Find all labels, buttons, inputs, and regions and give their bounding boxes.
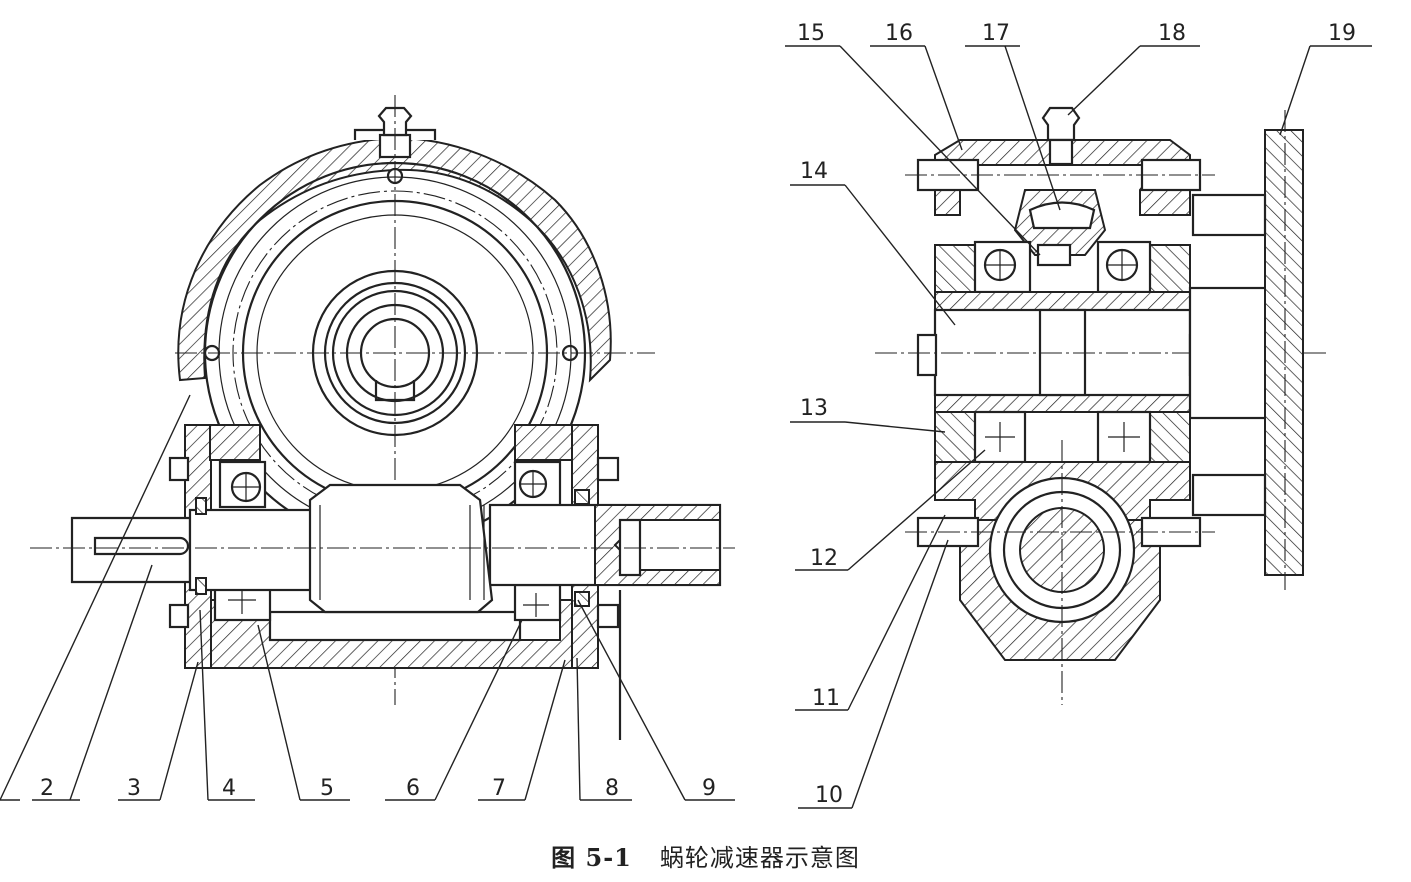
label-5: 5 <box>320 776 334 801</box>
top-cover <box>934 139 1191 216</box>
label-3: 3 <box>127 776 141 801</box>
label-15: 15 <box>797 21 825 46</box>
label-9: 9 <box>702 776 716 801</box>
side-housing <box>934 291 1191 311</box>
label-7: 7 <box>492 776 506 801</box>
housing-casing <box>177 136 612 383</box>
worm-gear-reducer-drawing: 2 3 4 5 6 7 8 9 10 11 12 13 <box>0 21 1372 809</box>
label-11: 11 <box>812 686 840 711</box>
label-8: 8 <box>605 776 619 801</box>
label-18: 18 <box>1158 21 1186 46</box>
figure-title: 蜗轮减速器示意图 <box>659 844 860 872</box>
label-10: 10 <box>815 783 843 808</box>
figure-number: 图 5-1 <box>551 843 632 872</box>
label-12: 12 <box>810 546 838 571</box>
figure-caption: 图 5-1 蜗轮减速器示意图 <box>0 838 1411 873</box>
part-callouts: 2 3 4 5 6 7 8 9 10 11 12 13 <box>0 21 1372 809</box>
front-view <box>30 95 735 740</box>
label-19: 19 <box>1328 21 1356 46</box>
label-16: 16 <box>885 21 913 46</box>
side-view <box>875 106 1330 705</box>
label-2: 2 <box>40 776 54 801</box>
label-17: 17 <box>982 21 1010 46</box>
label-13: 13 <box>800 396 828 421</box>
label-6: 6 <box>406 776 420 801</box>
label-14: 14 <box>800 159 828 184</box>
label-4: 4 <box>222 776 236 801</box>
